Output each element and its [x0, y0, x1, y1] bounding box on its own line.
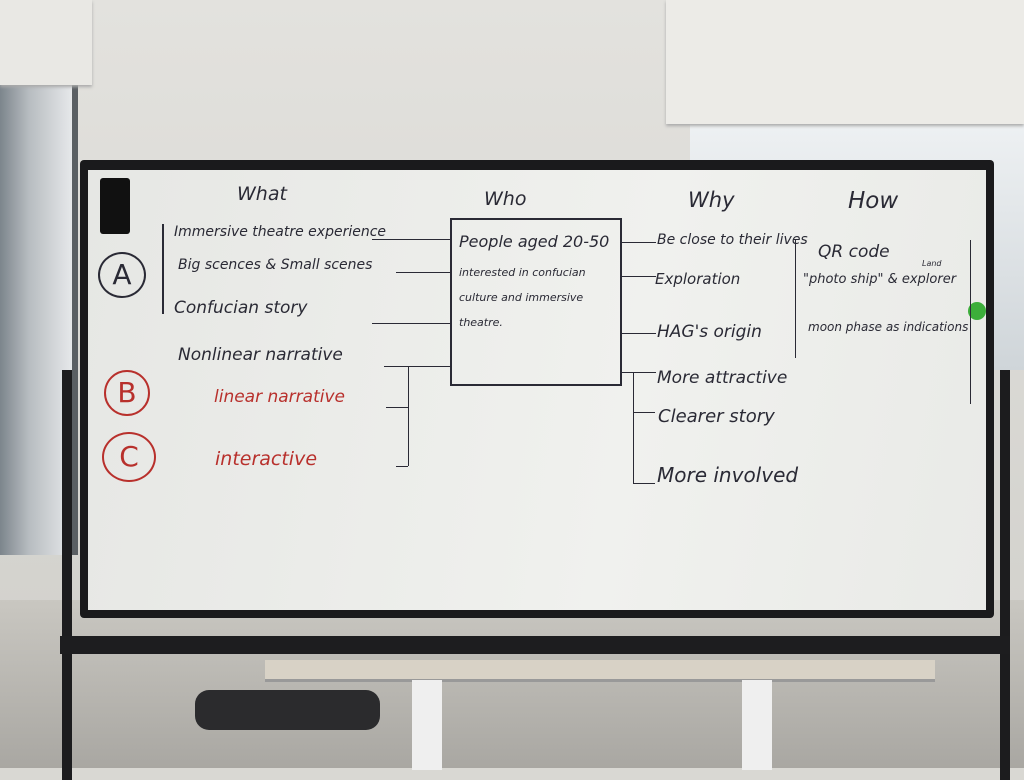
how-item-qr: QR code: [818, 242, 890, 262]
connector: [622, 333, 656, 334]
window-blind-left: [0, 0, 92, 85]
connector: [384, 366, 450, 367]
how-item-moon: moon phase as indications: [808, 320, 969, 334]
what-item-red: linear narrative: [214, 387, 345, 407]
connector: [622, 242, 656, 243]
what-item: Nonlinear narrative: [178, 345, 343, 365]
who-detail: interested in confucian culture and imme…: [459, 266, 586, 329]
table-leg: [412, 680, 442, 770]
how-item-land: Land: [922, 259, 942, 268]
why-item: More involved: [657, 463, 799, 487]
table: [265, 660, 935, 682]
connector: [408, 366, 409, 466]
board-stand-left: [62, 370, 72, 780]
connector: [622, 276, 656, 277]
marker-tray: [60, 636, 1010, 654]
floor: [0, 600, 1024, 768]
connector: [633, 372, 634, 484]
who-box: [450, 218, 622, 386]
what-item: Immersive theatre experience: [174, 224, 387, 240]
connector: [622, 372, 656, 373]
group-a-label: A: [98, 252, 146, 298]
connector: [372, 323, 450, 324]
why-item: HAG's origin: [657, 322, 762, 342]
what-item: Big scences & Small scenes: [178, 257, 373, 273]
whiteboard: [88, 170, 986, 610]
window-blind-right: [666, 0, 1024, 124]
group-b-label: B: [104, 370, 150, 416]
header-who: Who: [484, 188, 527, 210]
why-item: Exploration: [655, 270, 741, 288]
why-item: Clearer story: [658, 406, 775, 427]
connector: [633, 483, 655, 484]
who-title: People aged 20-50: [459, 232, 610, 251]
why-item: More attractive: [657, 368, 788, 388]
connector: [396, 272, 450, 273]
connector: [386, 407, 408, 408]
connector: [396, 466, 408, 467]
board-stand-right: [1000, 370, 1010, 780]
why-item: Be close to their lives: [657, 232, 808, 248]
eraser: [100, 178, 130, 234]
how-bracket: [970, 240, 971, 404]
connector: [633, 412, 655, 413]
what-item-red: interactive: [215, 448, 318, 470]
chair: [195, 690, 380, 730]
green-magnet: [968, 302, 986, 320]
header-what: What: [237, 183, 287, 205]
what-item: Confucian story: [174, 298, 308, 318]
connector: [372, 239, 450, 240]
header-why: Why: [688, 188, 735, 212]
how-item-photo: "photo ship" & explorer: [803, 272, 957, 287]
header-how: How: [848, 188, 899, 214]
how-bracket: [795, 240, 796, 358]
group-c-label: C: [102, 432, 156, 482]
bracket-a: [162, 224, 164, 314]
table-leg: [742, 680, 772, 770]
